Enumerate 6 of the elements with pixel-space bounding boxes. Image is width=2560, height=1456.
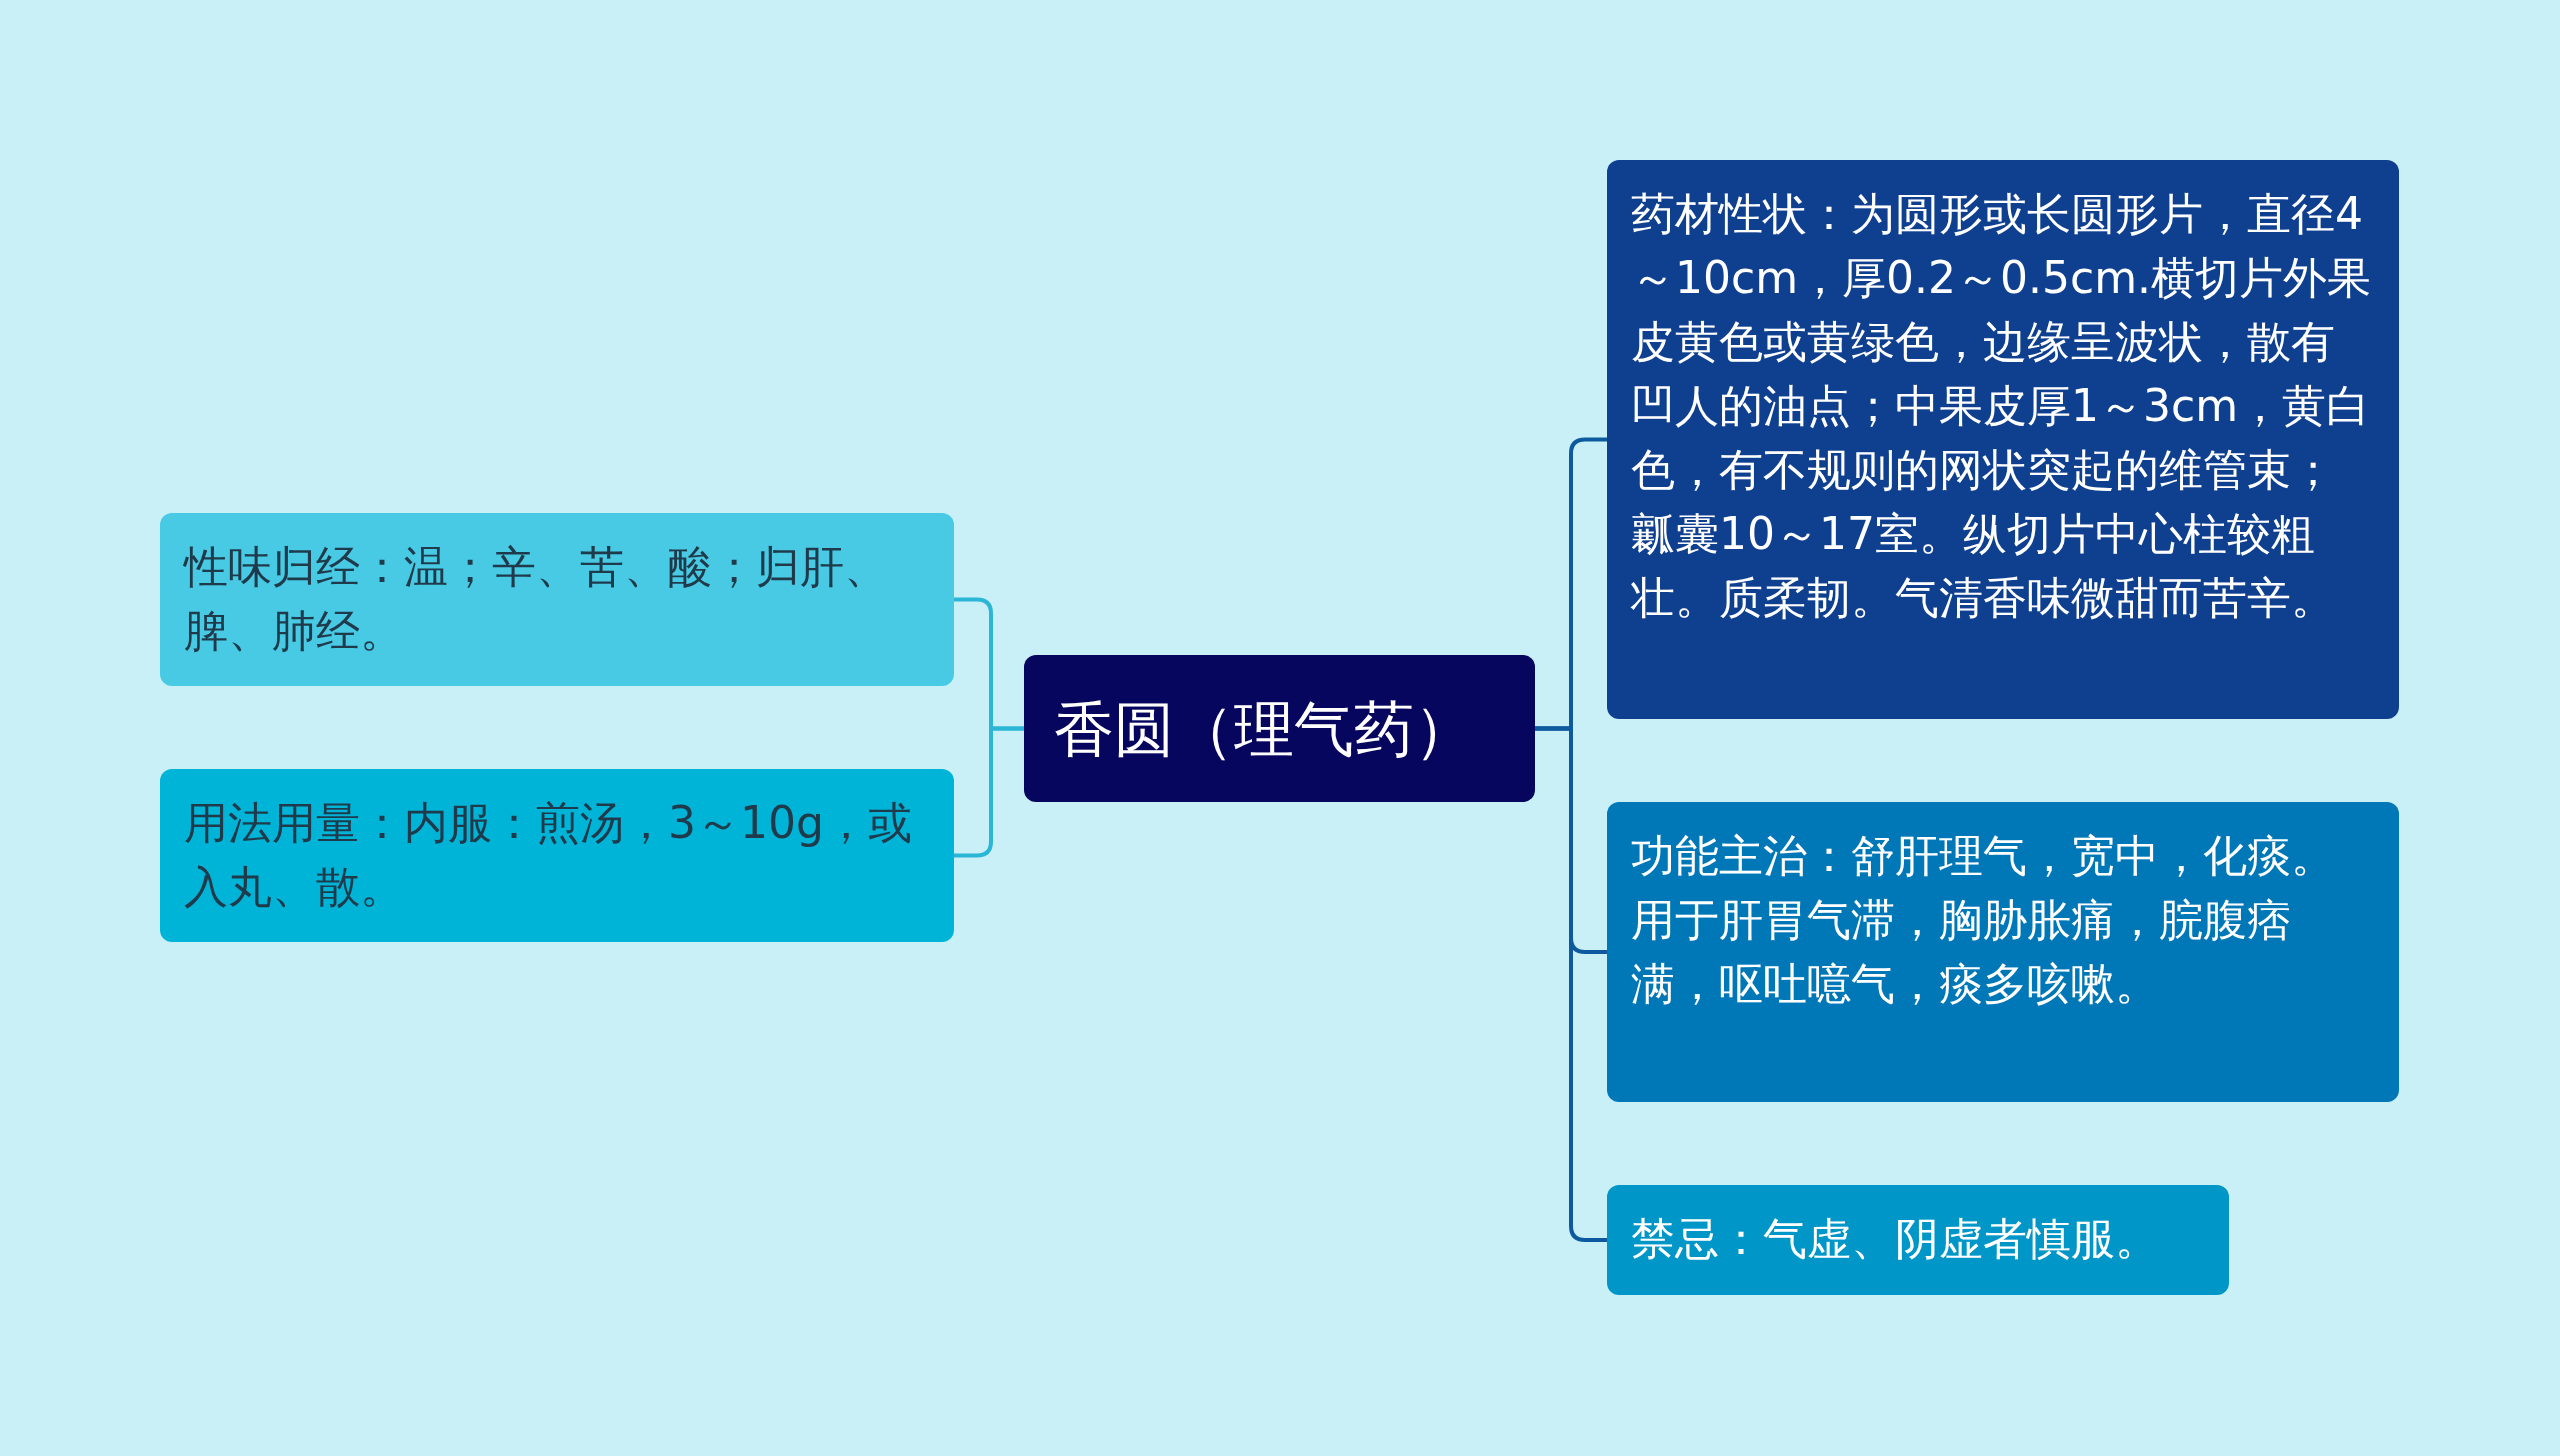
topic-box: 功能主治：舒肝理气，宽中，化痰。用于肝胃气滞，胸胁胀痛，脘腹痞满，呕吐噫气，痰多咳嗽。 (1607, 802, 2399, 1102)
topic-box: 性味归经：温；辛、苦、酸；归肝、脾、肺经。 (160, 513, 954, 686)
central-topic-box: 香圆（理气药） (1024, 655, 1535, 802)
topic-box: 禁忌：气虚、阴虚者慎服。 (1607, 1185, 2229, 1295)
topic-box: 用法用量：内服：煎汤，3～10g，或入丸、散。 (160, 769, 954, 942)
topic-box: 药材性状：为圆形或长圆形片，直径4～10cm，厚0.2～0.5cm.横切片外果皮黄色或黄绿色，边缘呈波状，散有凹人的油点；中果皮厚1～3cm，黄白色，有不规则的网状突起的维管束；瓤囊10～17室。纵切片中心柱较粗壮。质柔韧。气清香味微甜而苦辛。 (1607, 160, 2399, 719)
